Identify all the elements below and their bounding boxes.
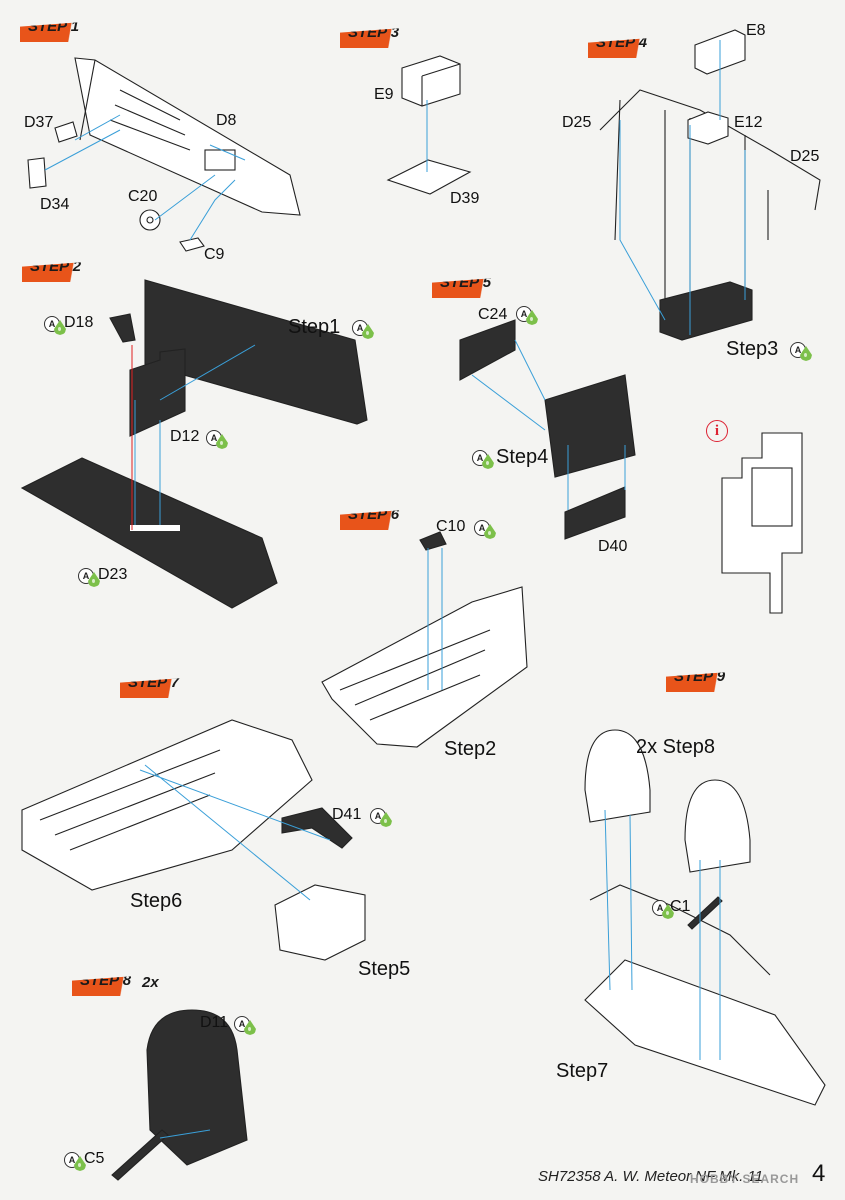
ref-step1: Step1: [288, 316, 341, 338]
part-label-c9: C9: [204, 246, 225, 263]
part-label-d34: D34: [40, 196, 70, 213]
ref-step4: Step4: [496, 446, 549, 468]
ref-2x-step8: 2x Step8: [636, 736, 715, 758]
page-number: 4: [812, 1160, 826, 1187]
part-label-d41: D41: [332, 806, 362, 823]
part-label-e8: E8: [746, 22, 766, 39]
part-label-c20: C20: [128, 188, 158, 205]
part-label-e12: E12: [734, 114, 763, 131]
ref-step3: Step3: [726, 338, 779, 360]
part-label-c10: C10: [436, 518, 466, 535]
step-8-multiplier: 2x: [142, 974, 159, 991]
info-icon: i: [706, 420, 728, 442]
part-label-d23: D23: [98, 566, 128, 583]
part-label-d25-left: D25: [562, 114, 592, 131]
ref-step2: Step2: [444, 738, 497, 760]
part-label-d25-right: D25: [790, 148, 820, 165]
part-label-d8: D8: [216, 112, 237, 129]
watermark: HOBBY SEARCH: [690, 1172, 800, 1186]
part-label-d39: D39: [450, 190, 480, 207]
part-label-e9: E9: [374, 86, 394, 103]
part-label-c1: C1: [670, 898, 691, 915]
kit-title: SH72358 A. W. Meteor NF Mk. 11: [538, 1168, 764, 1185]
ref-step6: Step6: [130, 890, 183, 912]
part-label-d12: D12: [170, 428, 200, 445]
ref-step7: Step7: [556, 1060, 609, 1082]
part-label-d11: D11: [200, 1014, 229, 1031]
part-label-d40: D40: [598, 538, 628, 555]
part-label-c24: C24: [478, 306, 508, 323]
part-label-c5: C5: [84, 1150, 105, 1167]
part-label-d37: D37: [24, 114, 54, 131]
part-label-d18: D18: [64, 314, 94, 331]
ref-step5: Step5: [358, 958, 411, 980]
